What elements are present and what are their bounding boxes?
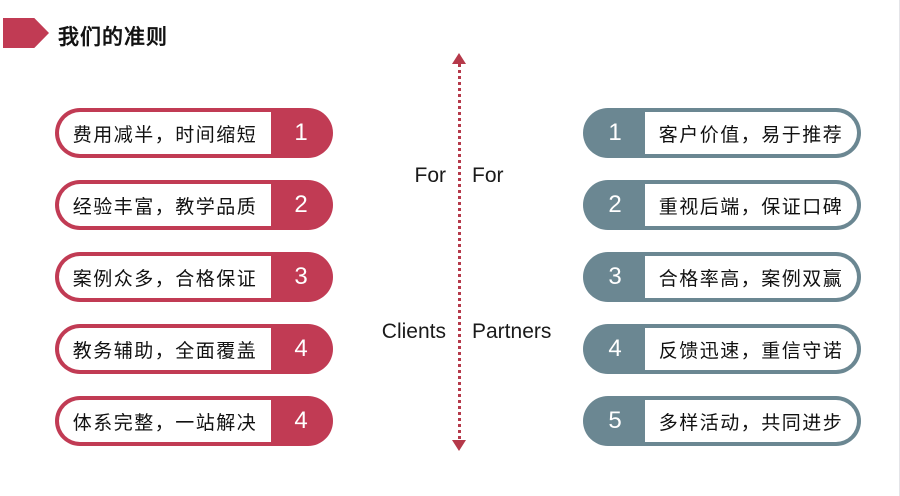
client-pill-4: 教务辅助，全面覆盖 4 — [55, 324, 333, 374]
pill-text: 体系完整，一站解决 — [59, 400, 271, 442]
partner-pill-3: 3 合格率高，案例双赢 — [583, 252, 861, 302]
pill-number-badge: 3 — [294, 263, 308, 290]
client-pill-2: 经验丰富，教学品质 2 — [55, 180, 333, 230]
label-for-partners-word1: For — [472, 164, 504, 187]
pill-number-badge: 1 — [608, 119, 622, 146]
arrow-up-icon — [452, 53, 466, 64]
pill-text: 经验丰富，教学品质 — [59, 184, 271, 226]
pill-number-badge: 3 — [608, 263, 622, 290]
label-for-clients-word2: Clients — [381, 320, 446, 343]
client-pill-5: 体系完整，一站解决 4 — [55, 396, 333, 446]
pill-number-badge: 2 — [294, 191, 308, 218]
pill-number-badge: 4 — [608, 335, 622, 362]
pill-number-badge: 5 — [608, 407, 622, 434]
pill-number-badge: 4 — [294, 335, 308, 362]
label-for-clients-word1: For — [414, 164, 447, 187]
arrow-down-icon — [452, 440, 466, 451]
pill-text: 客户价值，易于推荐 — [645, 112, 857, 154]
pill-text: 费用减半，时间缩短 — [59, 112, 271, 154]
label-for-partners-word2: Partners — [472, 320, 552, 343]
pill-text: 反馈迅速，重信守诺 — [645, 328, 857, 370]
partner-pill-4: 4 反馈迅速，重信守诺 — [583, 324, 861, 374]
pill-number-badge: 4 — [294, 407, 308, 434]
pill-text: 案例众多，合格保证 — [59, 256, 271, 298]
pill-text: 教务辅助，全面覆盖 — [59, 328, 271, 370]
pill-text: 重视后端，保证口碑 — [645, 184, 857, 226]
pill-text: 多样活动，共同进步 — [645, 400, 857, 442]
partner-pill-5: 5 多样活动，共同进步 — [583, 396, 861, 446]
divider-dotted-line — [458, 64, 461, 440]
page-title: 我们的准则 — [58, 26, 168, 49]
pill-number-badge: 1 — [294, 119, 308, 146]
client-pill-3: 案例众多，合格保证 3 — [55, 252, 333, 302]
title-arrow-icon — [3, 18, 49, 48]
client-pill-1: 费用减半，时间缩短 1 — [55, 108, 333, 158]
pill-text: 合格率高，案例双赢 — [645, 256, 857, 298]
pill-number-badge: 2 — [608, 191, 622, 218]
partner-pill-1: 1 客户价值，易于推荐 — [583, 108, 861, 158]
partner-pill-2: 2 重视后端，保证口碑 — [583, 180, 861, 230]
